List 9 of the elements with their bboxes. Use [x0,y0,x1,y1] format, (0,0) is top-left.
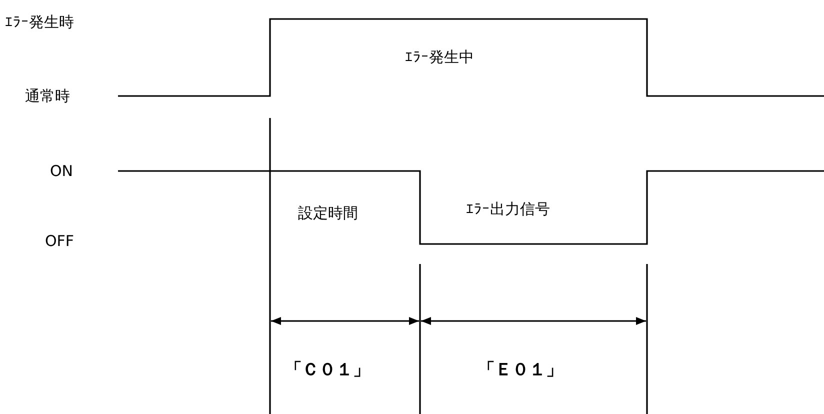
code-label: 「Ｃ０１」 [285,361,370,379]
axis-label: ON [50,162,74,180]
axis-label: OFF [45,232,74,250]
state-label: ｴﾗｰ発生中 [405,48,474,66]
axis-label: 通常時 [25,87,70,105]
axis-label: ｴﾗｰ発生時 [5,13,74,31]
code-label: 「Ｅ０１」 [478,361,563,379]
state-label: ｴﾗｰ出力信号 [466,200,550,218]
interval-label: 設定時間 [298,204,358,222]
